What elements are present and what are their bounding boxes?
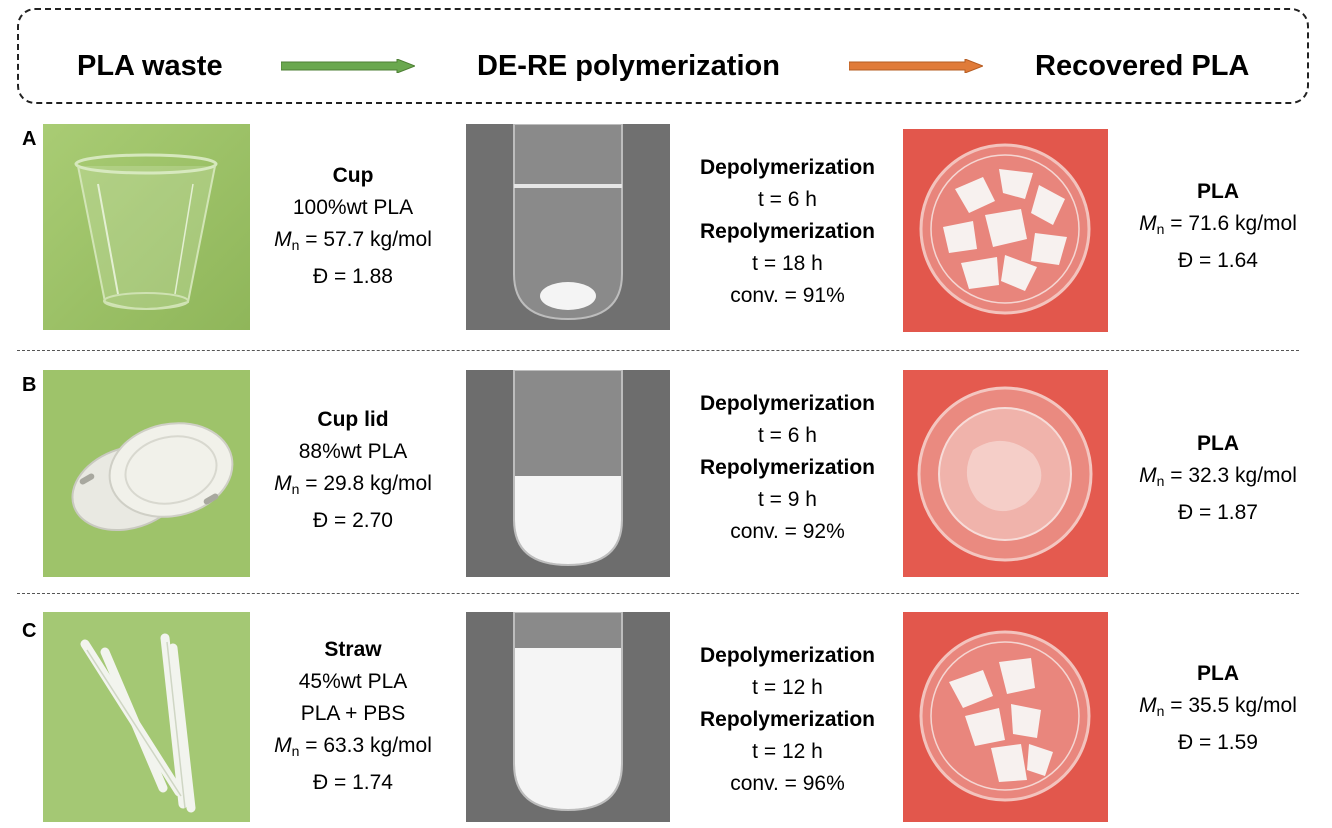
recovered-pla-photo: [903, 370, 1108, 577]
molar-mass: Mn = 63.3 kg/mol: [274, 734, 432, 759]
recovered-pla-photo: [903, 612, 1108, 822]
molar-mass: Mn = 29.8 kg/mol: [274, 472, 432, 497]
repolymerization-label: Repolymerization: [699, 708, 876, 731]
cup-icon: [43, 124, 250, 330]
row-separator: [17, 350, 1299, 351]
dere-conditions: Depolymerization t = 12 h Repolymerizati…: [680, 640, 895, 800]
conversion: conv. = 92%: [730, 520, 845, 543]
waste-description: Cup lid 88%wt PLA Mn = 29.8 kg/mol Đ = 2…: [268, 404, 438, 537]
product-dispersity: Đ = 1.59: [1178, 731, 1258, 754]
dere-conditions: Depolymerization t = 6 h Repolymerizatio…: [680, 388, 895, 548]
cup-photo: [43, 124, 250, 330]
recovered-pla-photo: [903, 129, 1108, 332]
conversion: conv. = 96%: [730, 772, 845, 795]
test-tube-photo: [466, 124, 670, 330]
product-name: PLA: [1197, 662, 1239, 685]
repolymerization-label: Repolymerization: [699, 456, 876, 479]
depolymerization-label: Depolymerization: [699, 644, 876, 667]
depolymerization-label: Depolymerization: [699, 392, 876, 415]
test-tube-icon: [466, 612, 670, 822]
depolymerization-time: t = 6 h: [758, 424, 817, 447]
dispersity: Đ = 2.70: [313, 509, 393, 532]
row-c: C Straw 45%wt PLA PLA + PBS Mn = 63.3 kg…: [0, 612, 1332, 827]
product-dispersity: Đ = 1.64: [1178, 249, 1258, 272]
depolymerization-time: t = 6 h: [758, 188, 817, 211]
dispersity: Đ = 1.74: [313, 771, 393, 794]
cup-lid-photo: [43, 370, 250, 577]
pla-weight-fraction: 100%wt PLA: [292, 196, 414, 219]
test-tube-icon: [466, 370, 670, 577]
straw-photo: [43, 612, 250, 822]
waste-description: Cup 100%wt PLA Mn = 57.7 kg/mol Đ = 1.88: [268, 160, 438, 293]
waste-description: Straw 45%wt PLA PLA + PBS Mn = 63.3 kg/m…: [268, 634, 438, 799]
product-name: PLA: [1197, 180, 1239, 203]
recovered-pla-properties: PLA Mn = 32.3 kg/mol Đ = 1.87: [1118, 428, 1318, 529]
blend-composition: PLA + PBS: [300, 702, 406, 725]
orange-arrow-icon: [849, 59, 983, 73]
item-name: Cup lid: [317, 408, 389, 431]
repolymerization-time: t = 9 h: [758, 488, 817, 511]
petri-dish-icon: [903, 370, 1108, 577]
pla-weight-fraction: 45%wt PLA: [298, 670, 408, 693]
item-name: Straw: [324, 638, 382, 661]
conversion: conv. = 91%: [730, 284, 845, 307]
product-dispersity: Đ = 1.87: [1178, 501, 1258, 524]
petri-dish-icon: [903, 129, 1108, 332]
row-a: A Cup 100%wt PLA Mn = 57.7 kg/mol Đ = 1.…: [0, 120, 1332, 335]
product-molar-mass: Mn = 32.3 kg/mol: [1139, 464, 1297, 489]
repolymerization-label: Repolymerization: [699, 220, 876, 243]
cup-lid-icon: [43, 370, 250, 577]
item-name: Cup: [332, 164, 374, 187]
test-tube-icon: [466, 124, 670, 330]
dispersity: Đ = 1.88: [313, 265, 393, 288]
process-header: PLA waste DE-RE polymerization Recovered…: [17, 8, 1309, 104]
depolymerization-label: Depolymerization: [699, 156, 876, 179]
step-dere-polymerization: DE-RE polymerization: [477, 50, 780, 82]
straw-icon: [43, 612, 250, 822]
row-label: B: [22, 374, 37, 396]
repolymerization-time: t = 12 h: [752, 740, 823, 763]
recovered-pla-properties: PLA Mn = 71.6 kg/mol Đ = 1.64: [1118, 176, 1318, 277]
pla-weight-fraction: 88%wt PLA: [298, 440, 408, 463]
test-tube-photo: [466, 612, 670, 822]
product-molar-mass: Mn = 71.6 kg/mol: [1139, 212, 1297, 237]
depolymerization-time: t = 12 h: [752, 676, 823, 699]
recovered-pla-properties: PLA Mn = 35.5 kg/mol Đ = 1.59: [1118, 658, 1318, 759]
step-pla-waste: PLA waste: [77, 50, 223, 82]
product-molar-mass: Mn = 35.5 kg/mol: [1139, 694, 1297, 719]
test-tube-photo: [466, 370, 670, 577]
dere-conditions: Depolymerization t = 6 h Repolymerizatio…: [680, 152, 895, 312]
row-label: C: [22, 620, 37, 642]
step-recovered-pla: Recovered PLA: [1035, 50, 1250, 82]
row-label: A: [22, 128, 37, 150]
product-name: PLA: [1197, 432, 1239, 455]
repolymerization-time: t = 18 h: [752, 252, 823, 275]
row-b: B Cup lid 88%wt PLA Mn = 29.8 kg/mol Đ =…: [0, 366, 1332, 581]
petri-dish-icon: [903, 612, 1108, 822]
row-separator: [17, 593, 1299, 594]
molar-mass: Mn = 57.7 kg/mol: [274, 228, 432, 253]
green-arrow-icon: [281, 59, 415, 73]
